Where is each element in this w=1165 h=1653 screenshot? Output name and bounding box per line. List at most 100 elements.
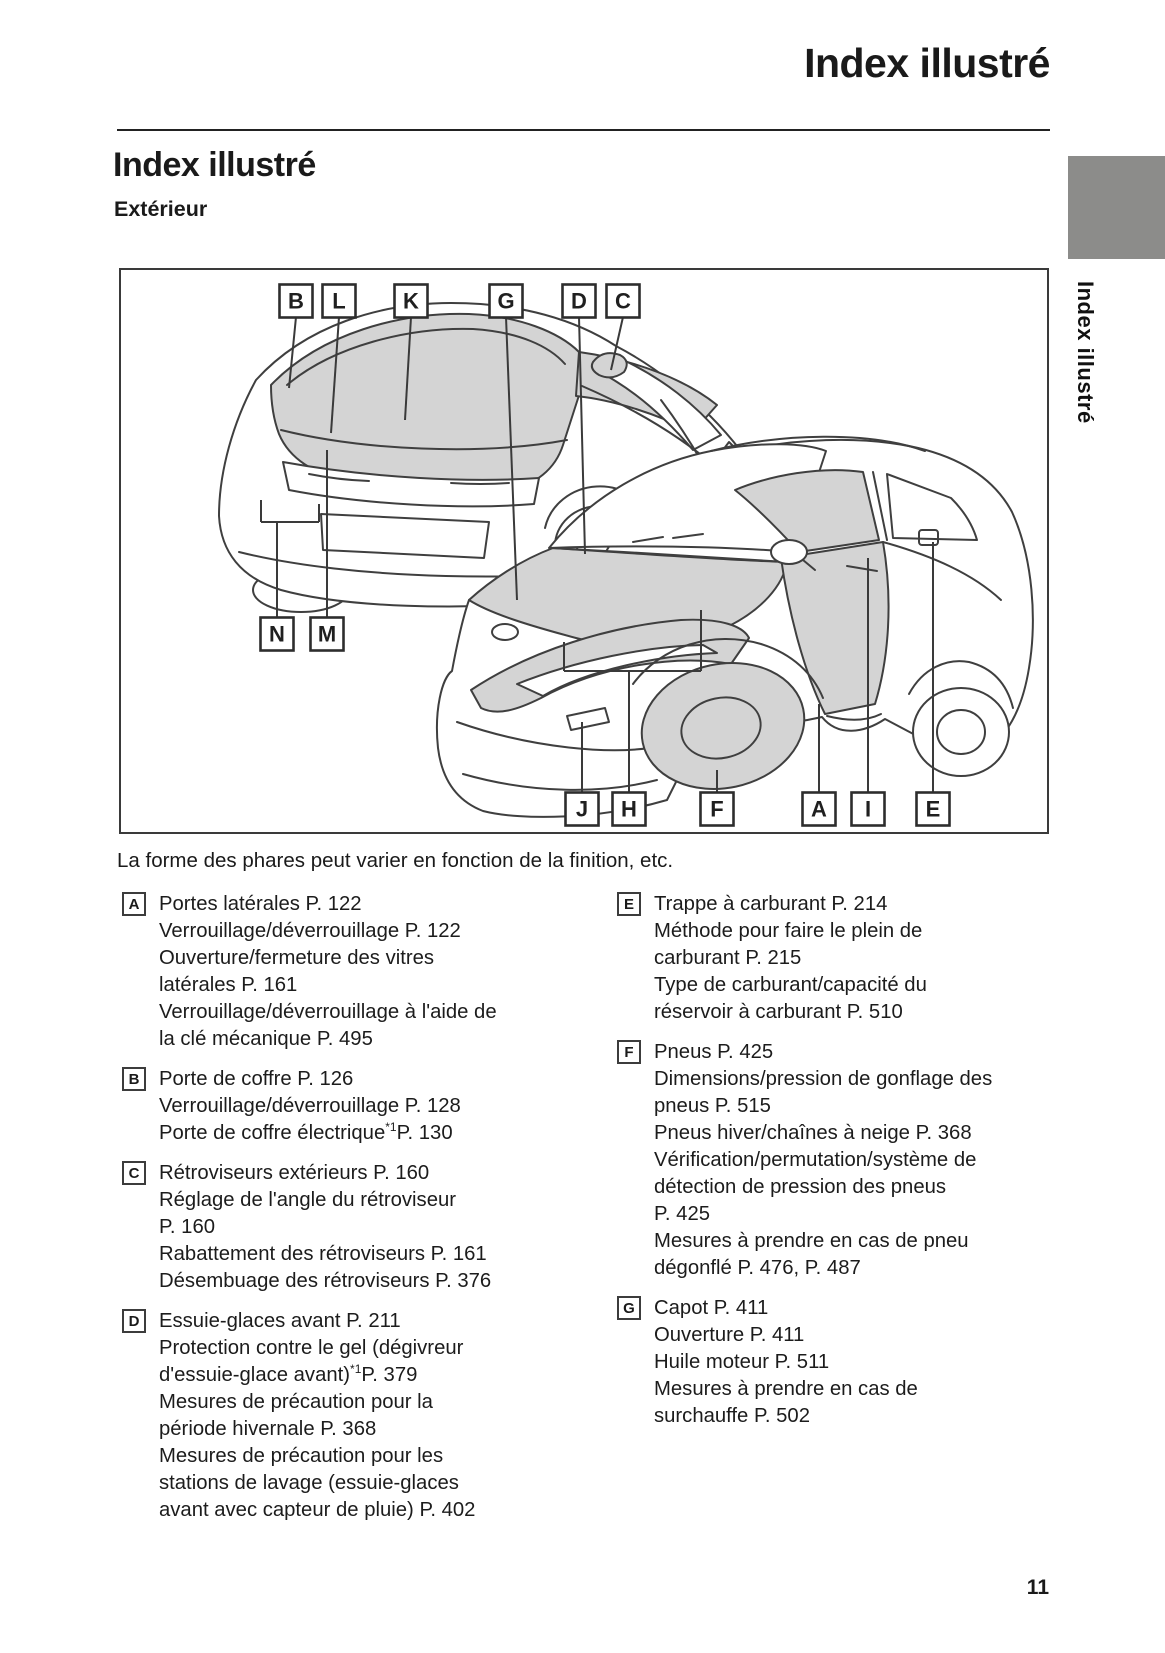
- index-line: période hivernale P. 368: [159, 1418, 377, 1440]
- figure-label-N: N: [259, 616, 295, 652]
- svg-text:H: H: [621, 797, 637, 822]
- index-marker-F: F: [617, 1040, 641, 1064]
- leader-line: [404, 316, 412, 421]
- index-line: avant avec capteur de pluie) P. 402: [159, 1499, 476, 1521]
- index-line: Pneus P. 425: [654, 1041, 774, 1063]
- index-line: Ouverture P. 411: [654, 1324, 805, 1346]
- index-line: Pneus hiver/chaînes à neige P. 368: [654, 1122, 972, 1144]
- index-marker-B: B: [122, 1067, 146, 1091]
- figure-label-F: F: [699, 791, 735, 827]
- svg-text:E: E: [926, 797, 941, 822]
- index-line: Verrouillage/déverrouillage P. 122: [159, 920, 461, 942]
- footnote-ref: *1: [350, 1362, 362, 1377]
- index-line: pneus P. 515: [654, 1095, 771, 1117]
- figure-label-G: G: [488, 283, 524, 319]
- index-line: Porte de coffre électrique*1P. 130: [159, 1120, 453, 1144]
- index-line: Mesures de précaution pour la: [159, 1391, 433, 1413]
- index-line: détection de pression des pneus: [654, 1176, 947, 1198]
- leader-line: [610, 316, 624, 371]
- index-line: P. 425: [654, 1203, 711, 1225]
- index-line: Rabattement des rétroviseurs P. 161: [159, 1243, 487, 1265]
- index-line: Essuie-glaces avant P. 211: [159, 1310, 401, 1332]
- leader-line: [505, 316, 518, 601]
- index-line: Vérification/permutation/système de: [654, 1149, 977, 1171]
- svg-text:N: N: [269, 622, 285, 647]
- leader-line: [330, 316, 340, 434]
- index-line: Désembuage des rétroviseurs P. 376: [159, 1270, 492, 1292]
- index-line: Huile moteur P. 511: [654, 1351, 830, 1373]
- index-line: P. 160: [159, 1216, 216, 1238]
- chapter-tab-label: Index illustré: [1073, 281, 1098, 424]
- figure-label-H: H: [611, 791, 647, 827]
- index-line: Ouverture/fermeture des vitres: [159, 947, 435, 969]
- index-line: Type de carburant/capacité du: [654, 974, 927, 996]
- figure-label-K: K: [393, 283, 429, 319]
- figure-label-M: M: [309, 616, 345, 652]
- index-line: Verrouillage/déverrouillage P. 128: [159, 1095, 461, 1117]
- index-line: Portes latérales P. 122: [159, 893, 362, 915]
- svg-text:J: J: [576, 797, 588, 822]
- index-line: Verrouillage/déverrouillage à l'aide de: [159, 1001, 497, 1023]
- index-line: Porte de coffre P. 126: [159, 1068, 354, 1090]
- index-line: surchauffe P. 502: [654, 1405, 810, 1427]
- footnote-ref: *1: [385, 1120, 397, 1135]
- index-line: Méthode pour faire le plein de: [654, 920, 923, 942]
- exterior-figure: B L K G D C N M J H F A I E: [119, 268, 1049, 834]
- svg-text:B: B: [288, 289, 304, 314]
- index-marker-D: D: [122, 1309, 146, 1333]
- figure-label-C: C: [605, 283, 641, 319]
- svg-text:M: M: [318, 622, 336, 647]
- index-line: latérales P. 161: [159, 974, 298, 996]
- index-line: Mesures de précaution pour les: [159, 1445, 444, 1467]
- figure-label-D: D: [561, 283, 597, 319]
- section-title: Index illustré: [113, 146, 316, 184]
- index-marker-E: E: [617, 892, 641, 916]
- svg-text:G: G: [497, 289, 514, 314]
- index-line: Dimensions/pression de gonflage des: [654, 1068, 993, 1090]
- front-car-drawing: [435, 435, 1034, 818]
- index-line: Protection contre le gel (dégivreur: [159, 1337, 464, 1359]
- svg-text:K: K: [403, 289, 419, 314]
- svg-text:D: D: [571, 289, 587, 314]
- index-line: Rétroviseurs extérieurs P. 160: [159, 1162, 430, 1184]
- figure-caption: La forme des phares peut varier en fonct…: [117, 849, 674, 872]
- index-line: Capot P. 411: [654, 1297, 769, 1319]
- header-rule: [117, 129, 1050, 131]
- page-header-title: Index illustré: [804, 40, 1050, 86]
- svg-text:A: A: [811, 797, 827, 822]
- figure-label-E: E: [915, 791, 951, 827]
- leader-line: [288, 316, 297, 389]
- figure-label-J: J: [564, 791, 600, 827]
- svg-text:I: I: [865, 797, 871, 822]
- index-marker-A: A: [122, 892, 146, 916]
- index-line: réservoir à carburant P. 510: [654, 1001, 903, 1023]
- index-line: Mesures à prendre en cas de: [654, 1378, 918, 1400]
- chapter-tab-block: [1068, 156, 1165, 259]
- index-line: dégonflé P. 476, P. 487: [654, 1257, 861, 1279]
- leader-lines: [260, 316, 934, 793]
- index-line: d'essuie-glace avant)*1P. 379: [159, 1362, 418, 1386]
- svg-text:F: F: [710, 797, 723, 822]
- leader-line: [578, 316, 586, 555]
- index-marker-G: G: [617, 1296, 641, 1320]
- figure-label-L: L: [321, 283, 357, 319]
- index-line: la clé mécanique P. 495: [159, 1028, 373, 1050]
- figure-label-I: I: [850, 791, 886, 827]
- figure-label-A: A: [801, 791, 837, 827]
- index-line: Réglage de l'angle du rétroviseur: [159, 1189, 457, 1211]
- rear-car-drawing: [218, 302, 774, 613]
- subsection-title: Extérieur: [114, 197, 208, 221]
- svg-text:L: L: [332, 289, 345, 314]
- index-marker-C: C: [122, 1161, 146, 1185]
- svg-text:C: C: [615, 289, 631, 314]
